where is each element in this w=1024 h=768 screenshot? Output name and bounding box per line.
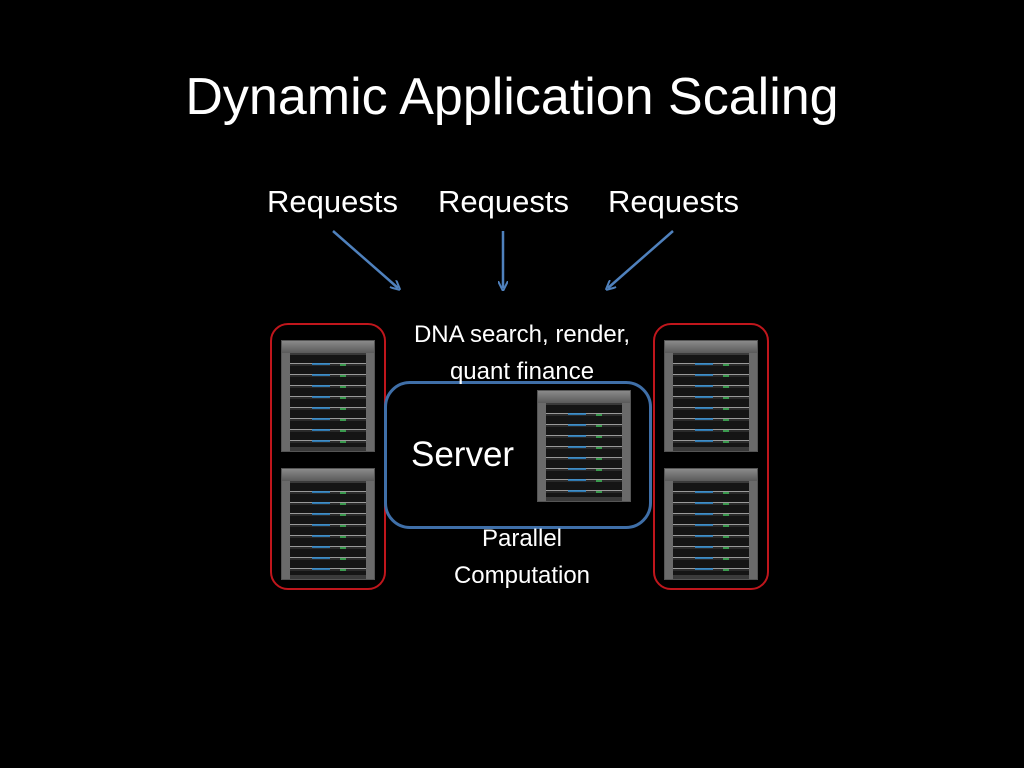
server-rack-image	[664, 468, 758, 580]
server-box	[384, 381, 652, 529]
requests-label-right: Requests	[608, 184, 739, 219]
arrow-left	[332, 230, 398, 288]
parallel-line-1: Parallel	[481, 525, 563, 552]
server-rack-image	[664, 340, 758, 452]
requests-label-center: Requests	[438, 184, 569, 219]
parallel-computation-label: Parallel Computation	[412, 520, 632, 594]
server-rack-image	[537, 390, 631, 502]
parallel-line-2: Computation	[453, 562, 591, 589]
arrow-right	[608, 230, 674, 288]
workload-line-1: DNA search, render,	[413, 321, 631, 348]
server-label: Server	[411, 435, 515, 474]
workload-line-2: quant finance	[449, 358, 595, 385]
server-rack-image	[281, 468, 375, 580]
scale-out-group-right	[653, 323, 769, 590]
requests-label-left: Requests	[267, 184, 398, 219]
slide-title: Dynamic Application Scaling	[185, 68, 839, 126]
server-rack-image	[281, 340, 375, 452]
workload-label: DNA search, render, quant finance	[382, 316, 662, 390]
